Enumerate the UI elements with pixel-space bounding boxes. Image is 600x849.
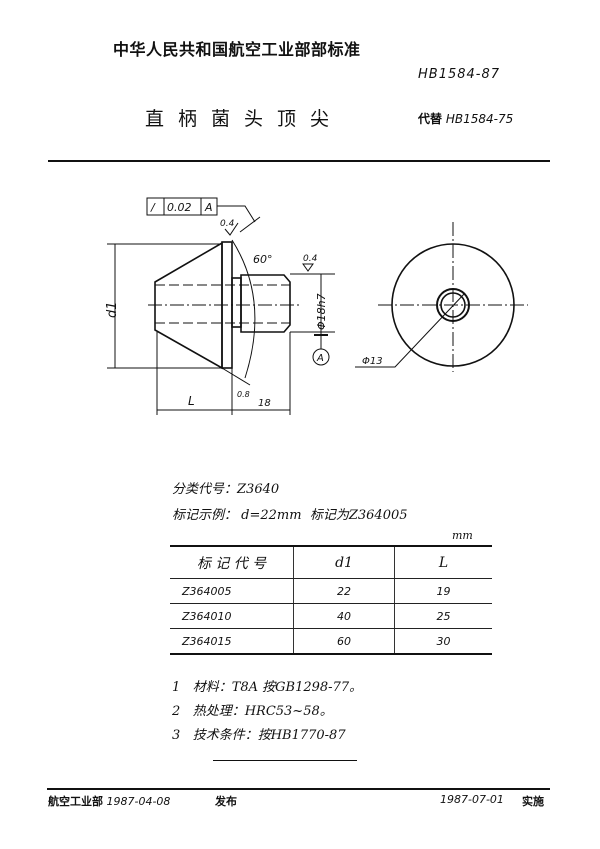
replaces-number: HB1584-75 [445,112,514,126]
L-label: L [188,394,195,408]
length-18-label: 18 [258,398,271,409]
col-header-d1: d1 [293,546,395,579]
roughness-top: 0.4 [220,219,235,229]
end-view: Φ13 [355,222,528,372]
marking-mark-value: Z364005 [348,508,408,523]
note-number: 1 [172,680,181,695]
document-title: 直柄菌头顶尖 [145,108,344,130]
cell-d1: 22 [293,578,395,604]
roughness-top-icon [224,222,239,236]
cell-mark: Z364015 [182,634,232,648]
footer-divider [47,788,550,790]
datum-circle [312,348,330,366]
unit-label: mm [452,529,473,542]
cell-mark: Z364010 [170,603,294,629]
cell-mark: Z364005 [170,578,294,604]
issuer-heading: 中华人民共和国航空工业部部标准 [113,40,361,59]
tolerance-datum: A [204,201,213,214]
note-text: 材料：T8A 按GB1298-77。 [192,680,363,695]
angle-label: 60° [253,253,273,266]
classification-label: 分类代号： [172,482,238,497]
standard-number: HB1584-87 [418,67,501,82]
note-text: 热处理：HRC53~58。 [192,704,333,719]
shank-diameter-label: Φ18h7 [315,293,328,330]
note-number: 3 [172,728,181,743]
note-text: 技术条件：按HB1770-87 [192,728,346,743]
footer-effective-date: 1987-07-01 [440,793,504,806]
note-item: 1 材料：T8A 按GB1298-77。 [172,676,362,695]
classification-value: Z3640 [237,482,280,497]
note-item: 2 热处理：HRC53~58。 [172,700,333,719]
note-item: 3 技术条件：按HB1770-87 [172,724,346,743]
roughness-bottom: 0.8 [237,390,250,399]
cell-d1: 60 [293,628,395,654]
footer-issue-date: 1987-04-08 [106,795,171,808]
cell-L: 19 [394,578,492,604]
bore-diameter-label: Φ13 [362,356,383,367]
marking-label: 标记示例： [172,508,238,523]
d1-label: d1 [105,301,120,318]
footer-issuer: 航空工业部 [48,795,103,808]
cell-L: 25 [394,603,492,629]
footer-effective-label: 实施 [522,795,544,808]
col-header-mark: 标 记 代 号 [170,546,294,579]
hidden-lines [155,284,290,324]
cell-d1: 40 [293,603,395,629]
datum-label: A [316,353,324,364]
note-number: 2 [172,704,181,719]
cell-L: 30 [394,628,492,654]
marking-example-line: 标记示例： d=22mm 标记为Z364005 [172,504,408,523]
roughness-shank: 0.4 [303,254,318,264]
classification-line: 分类代号：Z3640 [172,478,279,497]
marking-condition: d=22mm [241,508,302,523]
technical-drawing: / 0.02 A 60° 0.4 0.4 Φ18h7 A d1 0.8 L 18 [105,197,528,415]
tolerance-value: 0.02 [167,201,192,214]
replaces-note: 代替 HB1584-75 [418,110,513,127]
tolerance-frame: / 0.02 A [146,197,261,233]
footer-issue-label: 发布 [215,795,237,808]
tolerance-symbol: / [150,201,156,214]
replaces-label: 代替 [418,112,443,126]
marking-mark-label: 标记为 [309,508,349,523]
angle-arc [231,239,256,379]
roughness-shank-icon [302,263,314,272]
col-header-L: L [394,546,492,579]
footer-issue: 航空工业部 1987-04-08 [48,793,170,809]
header-divider [48,160,550,162]
end-line [213,760,357,761]
